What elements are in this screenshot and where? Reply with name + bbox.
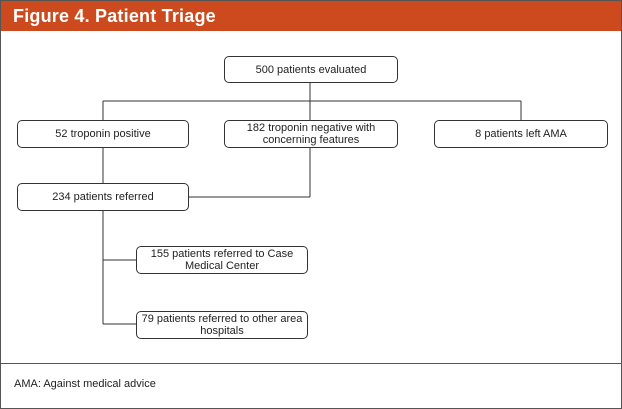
- flowchart-connectors: [102, 83, 522, 325]
- triage-flowchart: 500 patients evaluated 52 troponin posit…: [1, 32, 621, 363]
- node-troponin-negative: 182 troponin negative with concerning fe…: [224, 120, 398, 148]
- footer-divider: [1, 363, 621, 364]
- node-patients-referred: 234 patients referred: [17, 183, 189, 211]
- node-troponin-positive: 52 troponin positive: [17, 120, 189, 148]
- node-patients-evaluated: 500 patients evaluated: [224, 56, 398, 83]
- figure-header: Figure 4. Patient Triage: [1, 1, 621, 31]
- node-other-area-hospitals: 79 patients referred to other area hospi…: [136, 311, 308, 339]
- node-case-medical-center: 155 patients referred to Case Medical Ce…: [136, 246, 308, 274]
- footnote: AMA: Against medical advice: [14, 378, 156, 390]
- node-left-ama: 8 patients left AMA: [434, 120, 608, 148]
- figure-title: Figure 4. Patient Triage: [13, 6, 216, 26]
